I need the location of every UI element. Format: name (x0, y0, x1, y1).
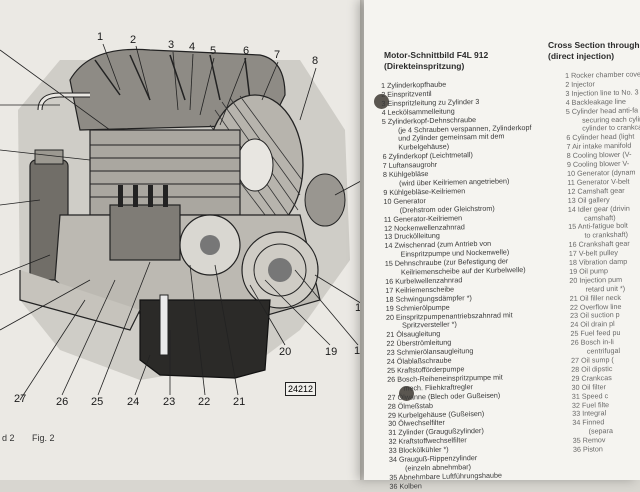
binder-hole-bottom (399, 386, 414, 401)
callout-3: 3 (168, 39, 175, 51)
callout-5: 5 (210, 45, 217, 57)
callout-24: 24 (127, 396, 140, 408)
callout-8: 8 (312, 55, 319, 67)
parts-list-item: 36 Piston (572, 444, 603, 454)
callout-7: 7 (274, 49, 281, 61)
callout-22: 22 (198, 396, 211, 408)
callout-23: 23 (163, 396, 176, 408)
binder-hole-top (374, 94, 389, 109)
callout-19: 19 (325, 346, 338, 358)
callout-21: 21 (233, 396, 246, 408)
callout-27: 27 (14, 393, 27, 405)
callout-25: 25 (91, 396, 104, 408)
figure-number: 24212 (285, 382, 317, 396)
german-title: Motor-Schnittbild F4L 912 (Direkteinspri… (384, 50, 489, 71)
callout-2: 2 (130, 34, 137, 46)
callout-1: 1 (97, 31, 104, 43)
english-title: Cross Section through (direct injection) (548, 40, 640, 61)
callout-26: 26 (56, 396, 69, 408)
engine-cross-section-drawing (0, 43, 372, 401)
callout-6: 6 (243, 45, 250, 57)
figure-caption: Fig. 2 (32, 433, 55, 443)
left-page: 1 2 3 4 5 6 7 8 27 26 25 24 23 22 21 20 … (0, 0, 372, 480)
callout-4: 4 (189, 41, 196, 53)
callout-20: 20 (279, 346, 292, 358)
figure-caption-left: d 2 (2, 433, 15, 443)
